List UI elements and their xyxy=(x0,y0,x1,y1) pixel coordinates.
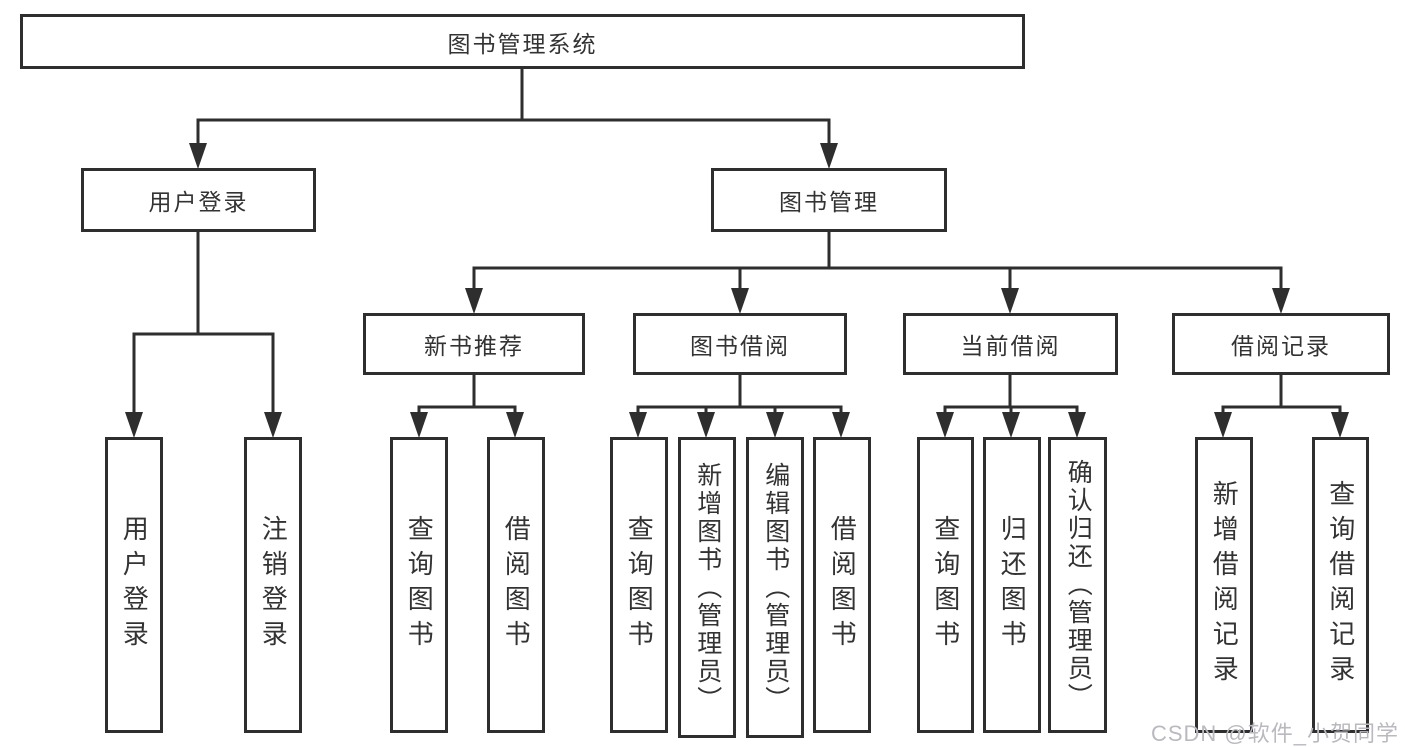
leaf-edit-books-admin-label: 编辑图书（管理员） xyxy=(761,461,790,714)
leaf-query-books-recommend: 查询图书 xyxy=(390,437,448,733)
node-new-book-recommend-label: 新书推荐 xyxy=(424,333,524,359)
leaf-return-books-label: 归还图书 xyxy=(997,515,1028,655)
leaf-edit-books-admin: 编辑图书（管理员） xyxy=(746,437,804,738)
leaf-borrow-books-recommend-label: 借阅图书 xyxy=(501,515,532,655)
node-root: 图书管理系统 xyxy=(20,14,1025,69)
node-book-management: 图书管理 xyxy=(711,168,947,232)
node-book-borrow-label: 图书借阅 xyxy=(690,333,790,359)
leaf-add-books-admin: 新增图书（管理员） xyxy=(678,437,736,738)
leaf-confirm-return-admin: 确认归还（管理员） xyxy=(1048,437,1107,733)
leaf-query-books-borrow-label: 查询图书 xyxy=(624,515,655,655)
node-user-login-label: 用户登录 xyxy=(148,189,249,215)
leaf-borrow-books: 借阅图书 xyxy=(813,437,871,733)
leaf-query-books-borrow: 查询图书 xyxy=(610,437,668,733)
node-new-book-recommend: 新书推荐 xyxy=(363,313,585,375)
leaf-query-books-recommend-label: 查询图书 xyxy=(404,515,435,655)
leaf-add-borrow-record-label: 新增借阅记录 xyxy=(1209,480,1240,690)
node-book-borrow: 图书借阅 xyxy=(633,313,847,375)
leaf-logout-label: 注销登录 xyxy=(258,515,289,655)
leaf-add-borrow-record: 新增借阅记录 xyxy=(1195,437,1253,733)
arrowheads xyxy=(125,143,1349,438)
leaf-confirm-return-admin-label: 确认归还（管理员） xyxy=(1064,459,1093,711)
leaf-user-login: 用户登录 xyxy=(105,437,163,733)
node-borrow-records-label: 借阅记录 xyxy=(1231,333,1331,359)
leaf-query-borrow-record-label: 查询借阅记录 xyxy=(1325,480,1356,690)
leaf-add-books-admin-label: 新增图书（管理员） xyxy=(693,461,722,714)
leaf-return-books: 归还图书 xyxy=(983,437,1041,733)
leaf-query-books-current: 查询图书 xyxy=(917,437,974,733)
node-borrow-records: 借阅记录 xyxy=(1172,313,1390,375)
leaf-logout: 注销登录 xyxy=(244,437,302,733)
leaf-borrow-books-recommend: 借阅图书 xyxy=(487,437,545,733)
leaf-user-login-label: 用户登录 xyxy=(119,515,150,655)
node-current-borrow-label: 当前借阅 xyxy=(960,333,1061,359)
node-current-borrow: 当前借阅 xyxy=(903,313,1118,375)
node-root-label: 图书管理系统 xyxy=(447,30,598,57)
watermark: CSDN @软件_小贺同学 xyxy=(1150,721,1399,746)
leaf-query-books-current-label: 查询图书 xyxy=(930,515,961,655)
leaf-query-borrow-record: 查询借阅记录 xyxy=(1312,437,1369,733)
node-user-login: 用户登录 xyxy=(81,168,316,232)
leaf-borrow-books-label: 借阅图书 xyxy=(827,515,858,655)
node-book-management-label: 图书管理 xyxy=(779,189,879,215)
